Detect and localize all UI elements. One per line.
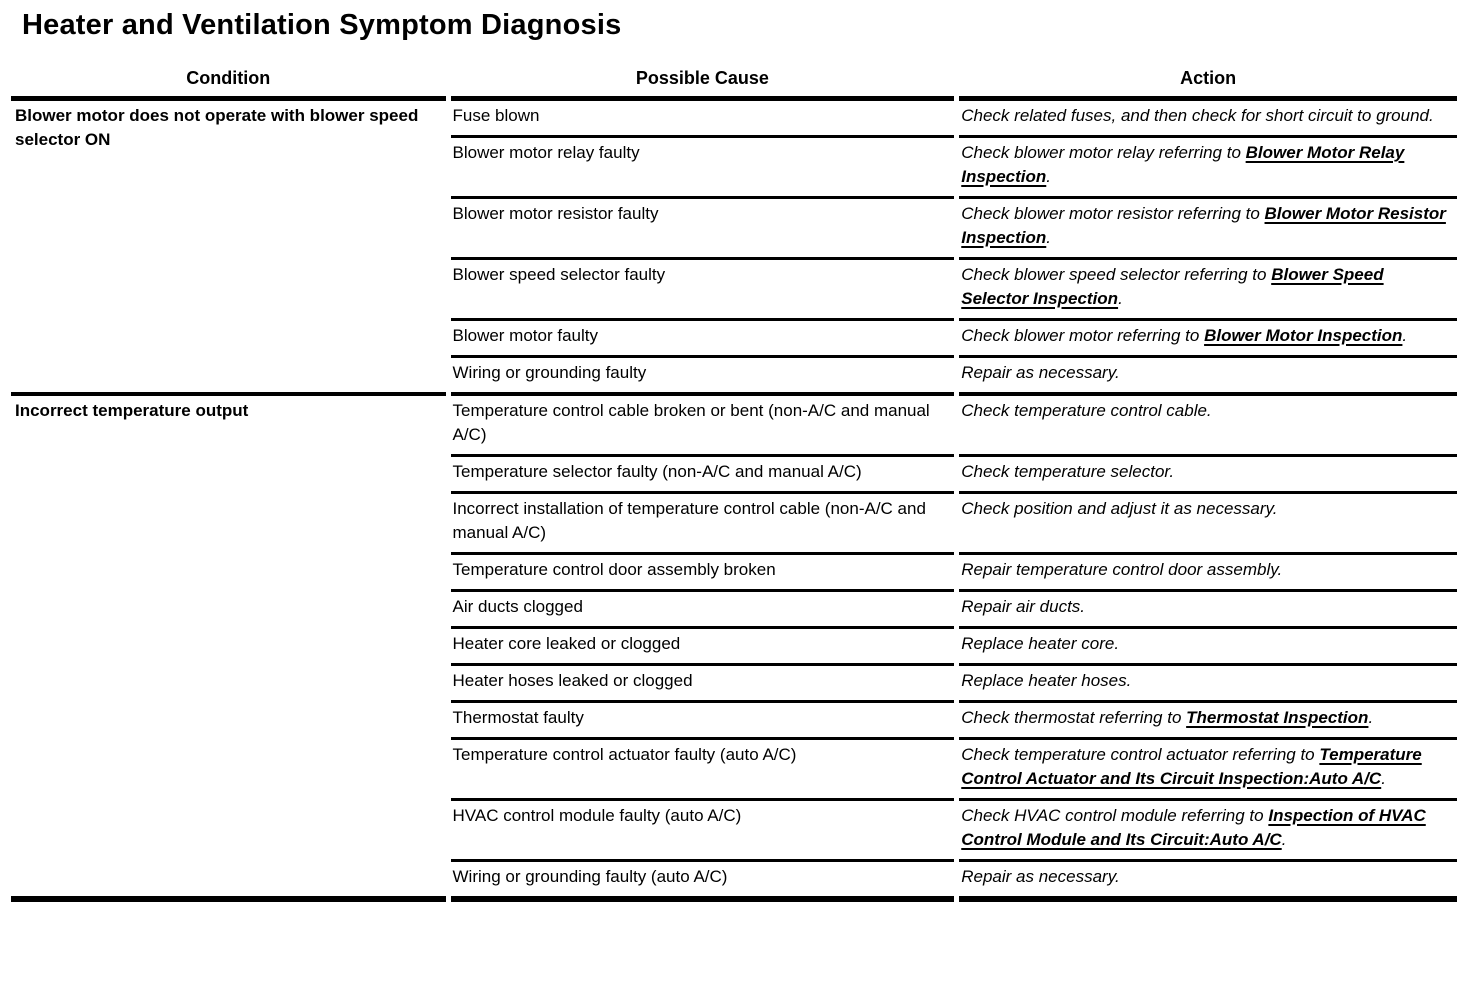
table-row: Incorrect installation of temperature co… [11,494,1457,555]
possible-cause-cell: Wiring or grounding faulty (auto A/C) [450,862,955,902]
condition-cell: Blower motor does not operate with blowe… [11,101,446,396]
action-text: . [1046,228,1051,247]
table-row: Heater core leaked or clogged Replace hea… [11,629,1457,666]
action-text: Repair air ducts. [961,597,1086,616]
condition-section: Blower motor does not operate with blowe… [11,101,1457,396]
action-text: . [1381,769,1386,788]
action-text: Replace heater core. [961,634,1120,653]
action-text: Check temperature control actuator refer… [961,745,1320,764]
action-cell: Check blower motor resistor referring to… [959,199,1457,260]
header-action: Action [959,60,1457,101]
action-cell: Check temperature control actuator refer… [959,740,1457,801]
action-text: Check temperature selector. [961,462,1175,481]
action-text: Replace heater hoses. [961,671,1132,690]
action-text: Repair as necessary. [961,867,1120,886]
possible-cause-cell: Temperature control actuator faulty (aut… [450,740,955,801]
possible-cause-cell: HVAC control module faulty (auto A/C) [450,801,955,862]
table-row: HVAC control module faulty (auto A/C)Che… [11,801,1457,862]
possible-cause-cell: Heater core leaked or clogged [450,629,955,666]
action-cell: Check temperature selector. [959,457,1457,494]
action-text: Check blower motor referring to [961,326,1205,345]
action-cell: Check blower speed selector referring to… [959,260,1457,321]
action-text: . [1118,289,1123,308]
action-text: Repair temperature control door assembly… [961,560,1283,579]
possible-cause-cell: Air ducts clogged [450,592,955,629]
action-text: . [1402,326,1408,345]
action-text: Check blower motor relay referring to [961,143,1246,162]
table-header: Condition Possible Cause Action [11,60,1457,101]
condition-cell: Incorrect temperature output [11,396,446,902]
action-cell: Check temperature control cable. [959,396,1457,457]
action-cell: Replace heater hoses. [959,666,1457,703]
action-cell: Check related fuses, and then check for … [959,101,1457,138]
action-cell: Repair temperature control door assembly… [959,555,1457,592]
action-text: Check thermostat referring to [961,708,1187,727]
action-text: Repair as necessary. [961,363,1120,382]
inspection-link[interactable]: Temperature Control Actuator and Its Cir… [961,745,1422,788]
possible-cause-cell: Incorrect installation of temperature co… [450,494,955,555]
action-text: Check HVAC control module referring to [961,806,1269,825]
action-text: Check related fuses, and then check for … [961,106,1434,125]
inspection-link[interactable]: Thermostat Inspection [1186,708,1369,727]
inspection-link[interactable]: Blower Motor Inspection [1204,326,1403,345]
table-row: Temperature control door assembly broken… [11,555,1457,592]
inspection-link[interactable]: Blower Motor Relay Inspection [961,143,1405,186]
action-cell: Repair as necessary. [959,862,1457,902]
table-row: Wiring or grounding faulty (auto A/C) Rep… [11,862,1457,902]
diagnosis-table: Condition Possible Cause Action Blower m… [6,60,1462,902]
possible-cause-cell: Temperature selector faulty (non-A/C and… [450,457,955,494]
table-row: Temperature control actuator faulty (aut… [11,740,1457,801]
possible-cause-cell: Blower motor faulty [450,321,955,358]
possible-cause-cell: Fuse blown [450,101,955,138]
header-condition: Condition [11,60,446,101]
action-text: . [1046,167,1051,186]
possible-cause-cell: Heater hoses leaked or clogged [450,666,955,703]
action-cell: Check HVAC control module referring to I… [959,801,1457,862]
inspection-link[interactable]: Blower Speed Selector Inspection [961,265,1384,308]
action-cell: Replace heater core. [959,629,1457,666]
action-cell: Check blower motor relay referring to Bl… [959,138,1457,199]
possible-cause-cell: Blower motor resistor faulty [450,199,955,260]
action-cell: Repair air ducts. [959,592,1457,629]
table-row: Wiring or grounding faulty Repair as nece… [11,358,1457,396]
possible-cause-cell: Wiring or grounding faulty [450,358,955,396]
inspection-link[interactable]: Inspection of HVAC Control Module and It… [961,806,1426,849]
table-row: Blower motor does not operate with blowe… [11,101,1457,396]
header-possible-cause: Possible Cause [450,60,955,101]
possible-cause-cell: Temperature control cable broken or bent… [450,396,955,457]
possible-cause-cell: Thermostat faulty [450,703,955,740]
action-cell: Check position and adjust it as necessar… [959,494,1457,555]
action-cell: Check thermostat referring to Thermostat… [959,703,1457,740]
action-text: . [1281,830,1287,849]
inspection-link[interactable]: Blower Motor Resistor Inspection [961,204,1446,247]
action-cell: Check blower motor referring to Blower M… [959,321,1457,358]
action-text: Check blower motor resistor referring to [961,204,1265,223]
header-row: Condition Possible Cause Action [11,60,1457,101]
action-cell: Repair as necessary. [959,358,1457,396]
action-text: Check position and adjust it as necessar… [961,499,1278,518]
action-text: Check temperature control cable. [961,401,1212,420]
page-title: Heater and Ventilation Symptom Diagnosis [22,9,622,41]
action-text: . [1368,708,1374,727]
table-row: Air ducts clogged Repair air ducts. [11,592,1457,629]
possible-cause-cell: Blower speed selector faulty [450,260,955,321]
table-row: Temperature selector faulty (non-A/C and… [11,457,1457,494]
action-text: Check blower speed selector referring to [961,265,1272,284]
possible-cause-cell: Temperature control door assembly broken [450,555,955,592]
table-row: Heater hoses leaked or clogged Replace he… [11,666,1457,703]
possible-cause-cell: Blower motor relay faulty [450,138,955,199]
